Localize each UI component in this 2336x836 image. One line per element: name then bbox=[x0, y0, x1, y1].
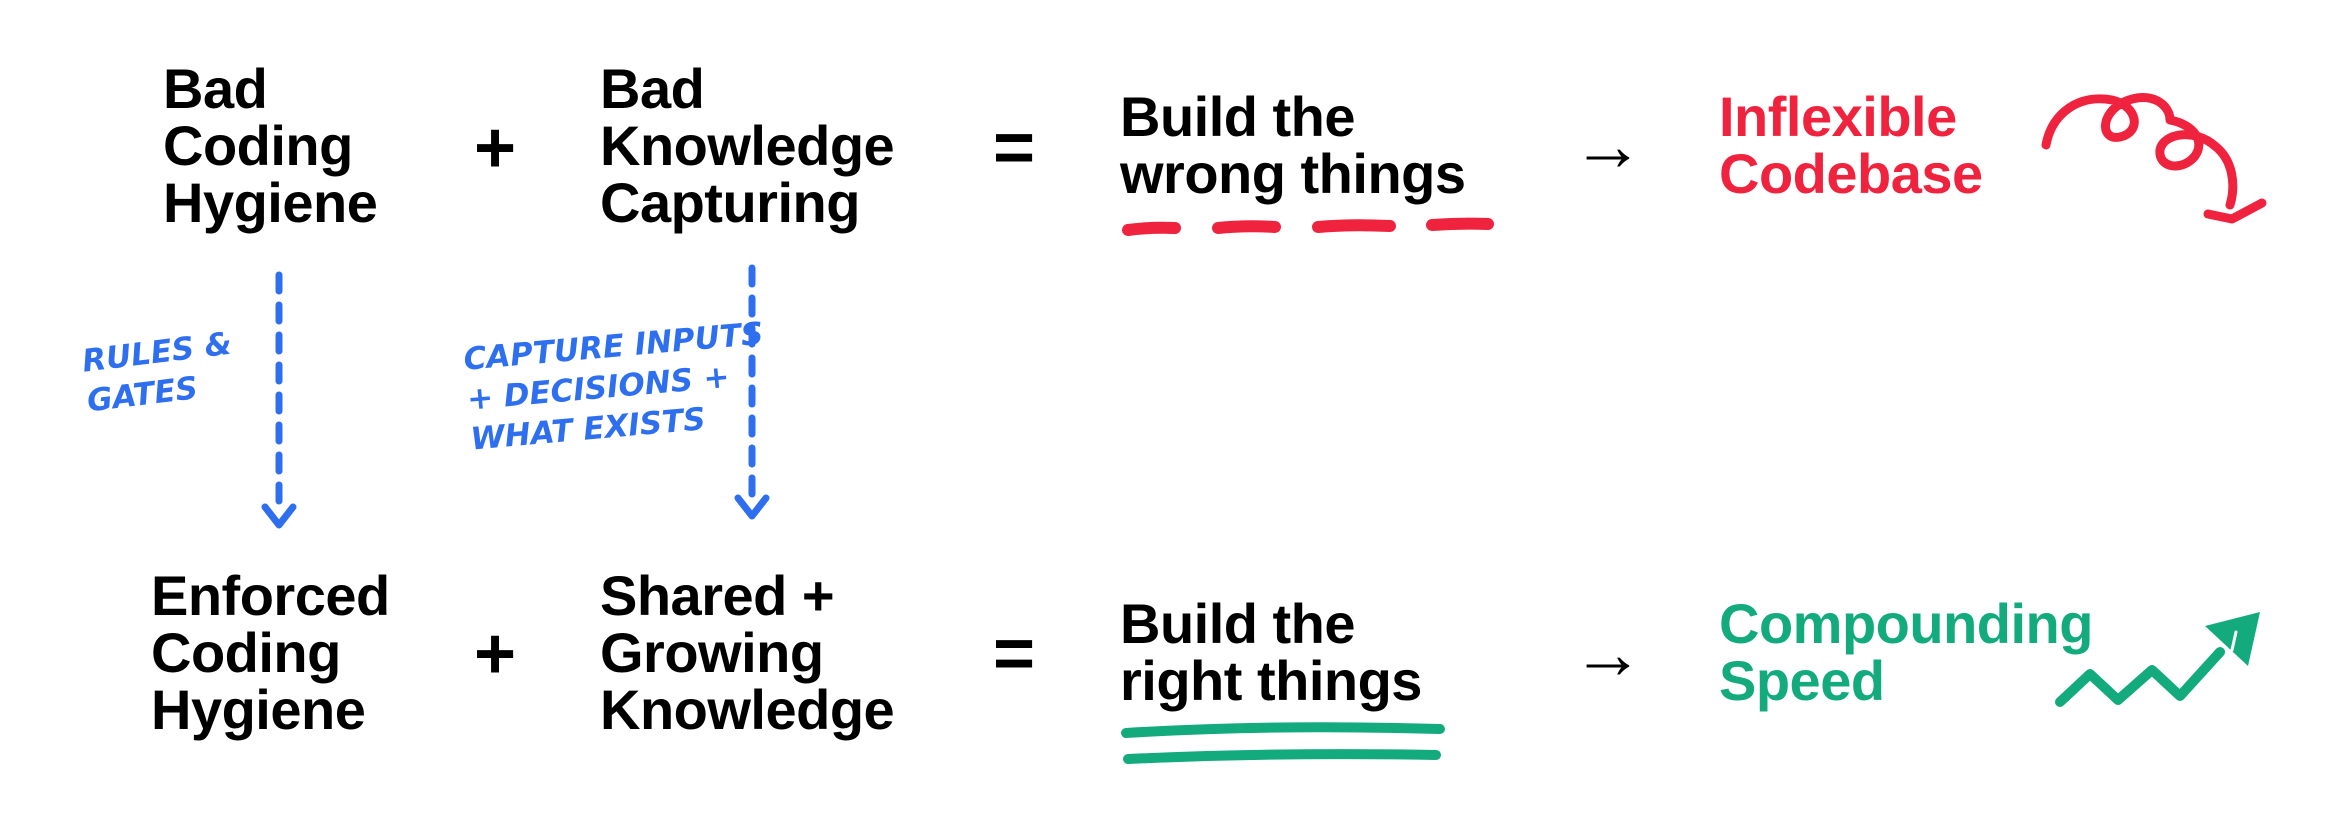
inflexible-codebase-label: Inflexible Codebase bbox=[1719, 85, 1983, 205]
curly-down-arrow-icon bbox=[2041, 93, 2267, 224]
shared-growing-knowledge-label: Shared + Growing Knowledge bbox=[600, 564, 895, 741]
arrow-right-bottom: → bbox=[1572, 614, 1644, 694]
bad-coding-hygiene-label: Bad Coding Hygiene bbox=[163, 57, 378, 234]
dashed-arrow-middle-icon bbox=[734, 264, 770, 520]
plus-sign-top: + bbox=[474, 108, 517, 188]
bad-knowledge-capturing-label: Bad Knowledge Capturing bbox=[600, 57, 895, 234]
enforced-coding-hygiene-label: Enforced Coding Hygiene bbox=[151, 564, 390, 741]
build-wrong-things-label: Build the wrong things bbox=[1120, 85, 1466, 205]
compounding-speed-label: Compounding Speed bbox=[1719, 592, 2093, 712]
equals-sign-top: = bbox=[993, 108, 1036, 188]
equals-sign-bottom: = bbox=[993, 614, 1036, 694]
green-double-underline bbox=[1121, 722, 1445, 764]
plus-sign-bottom: + bbox=[474, 614, 517, 694]
red-dashed-underline bbox=[1122, 217, 1494, 236]
arrow-right-top: → bbox=[1572, 106, 1644, 186]
trend-up-arrow-icon bbox=[2055, 612, 2260, 707]
dashed-arrow-left-icon bbox=[261, 271, 297, 529]
build-right-things-label: Build the right things bbox=[1120, 592, 1422, 712]
